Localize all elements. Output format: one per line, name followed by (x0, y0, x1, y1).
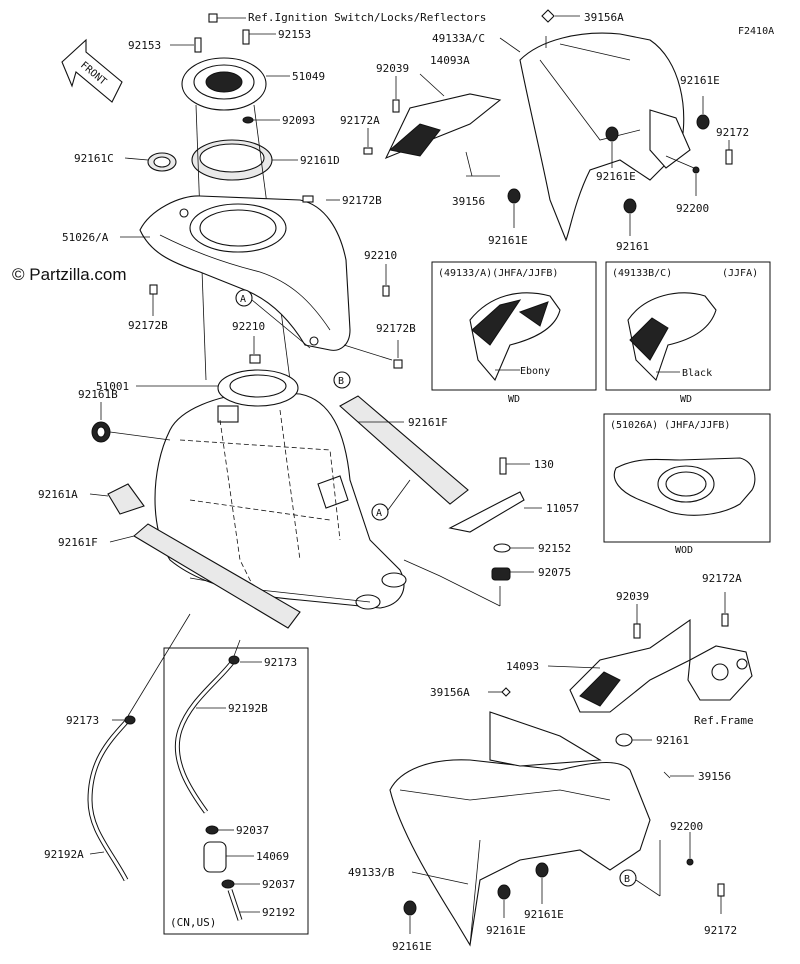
label-92192A: 92192A (44, 848, 84, 861)
inset-black-footer: WD (680, 394, 692, 405)
label-92161E-f: 92161E (524, 908, 564, 921)
label-51026A: 51026/A (62, 231, 109, 244)
label-11057: 11057 (546, 502, 579, 515)
label-92172B-c: 92172B (376, 322, 416, 335)
callout-B-upper-label: B (338, 376, 344, 387)
label-49133B: 49133/B (348, 866, 395, 879)
label-92161F-a: 92161F (408, 416, 448, 429)
callout-A-upper (235, 289, 253, 307)
inset-cover-footer: WOD (675, 545, 693, 556)
lower-cowl-49133B (389, 711, 651, 947)
label-92161E-b: 92161E (596, 170, 636, 183)
inset-black-header: (49133B/C) (612, 268, 672, 279)
label-92192: 92192 (262, 906, 295, 919)
front-cowl-49133AC (499, 32, 691, 242)
front-arrow-icon: FRONT (61, 38, 123, 103)
label-14069: 14069 (256, 850, 289, 863)
label-92172A-b: 92172A (702, 572, 742, 585)
label-92172A-a: 92172A (340, 114, 380, 127)
partzilla-watermark: © Partzilla.com (12, 265, 127, 284)
label-92161F-b: 92161F (58, 536, 98, 549)
label-92037-a: 92037 (236, 824, 269, 837)
inset-ebony-tag: Ebony (520, 366, 550, 377)
label-92173-a: 92173 (66, 714, 99, 727)
inset-ebony-cowl: (49133/A)(JHFA/JJFB) Ebony WD (431, 261, 597, 405)
label-51049: 51049 (292, 70, 325, 83)
callout-A-upper-label: A (240, 294, 246, 305)
label-39156-a: 39156 (452, 195, 485, 208)
inset-ebony-header: (49133/A)(JHFA/JJFB) (438, 268, 558, 279)
hose-92192B (174, 639, 241, 814)
label-92039-b: 92039 (616, 590, 649, 603)
label-51001: 51001 (96, 380, 129, 393)
label-92161D: 92161D (300, 154, 340, 167)
label-92200-b: 92200 (670, 820, 703, 833)
label-92161E-c: 92161E (680, 74, 720, 87)
label-92153-b: 92153 (278, 28, 311, 41)
label-39156A-top: 39156A (584, 11, 624, 24)
inset-cover-header: (51026A) (JHFA/JJFB) (610, 420, 730, 431)
pad-92161A (107, 483, 145, 515)
label-92172-b: 92172 (704, 924, 737, 937)
label-92161E-e: 92161E (486, 924, 526, 937)
label-92172B-b: 92172B (128, 319, 168, 332)
bracket-11057 (448, 491, 525, 533)
label-92161A: 92161A (38, 488, 78, 501)
label-92172-a: 92172 (716, 126, 749, 139)
label-92161-a: 92161 (616, 240, 649, 253)
clip-box-cn-us (163, 647, 309, 935)
fuel-tank-51001 (136, 369, 407, 610)
label-92093: 92093 (282, 114, 315, 127)
label-14093: 14093 (506, 660, 539, 673)
foam-strip-92161F-left (133, 523, 301, 629)
label-92161B: 92161B (78, 388, 118, 401)
label-92210-b: 92210 (232, 320, 265, 333)
label-ref-frame: Ref.Frame (694, 714, 754, 727)
label-92152: 92152 (538, 542, 571, 555)
inset-black-header-right: (JJFA) (722, 268, 758, 279)
filler-cap-group (124, 13, 298, 381)
inset-black-tag: Black (682, 368, 712, 379)
label-92037-b: 92037 (262, 878, 295, 891)
callout-A-middle (371, 503, 389, 521)
inset-black-cowl: (49133B/C) (JJFA) Black WD (605, 261, 771, 405)
label-92161E-d: 92161E (392, 940, 432, 953)
label-92161C: 92161C (74, 152, 114, 165)
bracket-14093 (547, 618, 691, 713)
diagram-id: F2410A (738, 26, 774, 37)
label-92039-a: 92039 (376, 62, 409, 75)
label-92161-b: 92161 (656, 734, 689, 747)
label-14093A: 14093A (430, 54, 470, 67)
label-39156-b: 39156 (698, 770, 731, 783)
callout-B-upper (333, 371, 351, 389)
label-92161E-a: 92161E (488, 234, 528, 247)
label-92192B: 92192B (228, 702, 268, 715)
bracket-14093A (384, 73, 502, 160)
callout-A-middle-label: A (376, 508, 382, 519)
inset-ebony-footer: WD (508, 394, 520, 405)
label-92200-a: 92200 (676, 202, 709, 215)
label-92210-a: 92210 (364, 249, 397, 262)
label-92153-a: 92153 (128, 39, 161, 52)
drain-hose-92192A (87, 613, 191, 882)
fuel-filter-14069 (203, 825, 243, 921)
callout-B-lower (619, 869, 637, 887)
label-92173-b: 92173 (264, 656, 297, 669)
label-49133AC: 49133A/C (432, 32, 485, 45)
callout-B-lower-label: B (624, 874, 630, 885)
label-92172B-a: 92172B (342, 194, 382, 207)
label-39156A-b: 39156A (430, 686, 470, 699)
ref-frame-bracket (687, 645, 753, 701)
ref-ignition-label: Ref.Ignition Switch/Locks/Reflectors (248, 11, 486, 24)
tank-cover-51026A (120, 195, 351, 351)
label-130: 130 (534, 458, 554, 471)
label-92075: 92075 (538, 566, 571, 579)
foam-strip-92161F-right (339, 395, 469, 505)
inset-tank-cover: (51026A) (JHFA/JJFB) WOD (603, 413, 771, 556)
label-cn-us: (CN,US) (170, 916, 216, 929)
